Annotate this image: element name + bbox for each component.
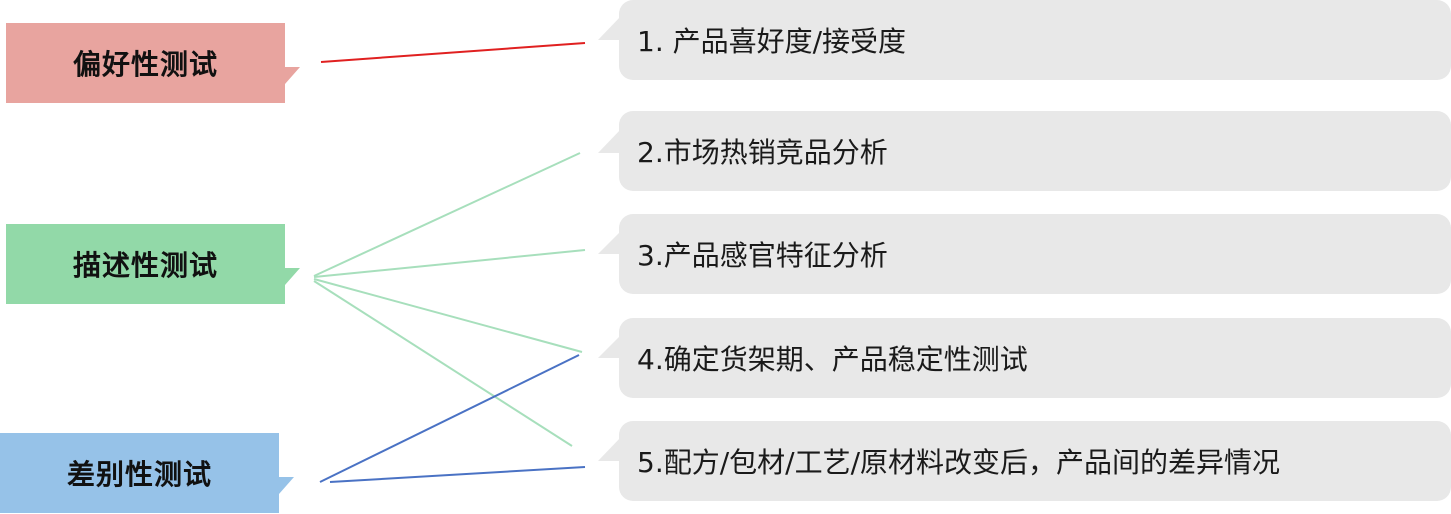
item-label-3: 3.产品感官特征分析 [637, 239, 888, 272]
link-diff-5 [329, 466, 586, 483]
category-shape-pref [6, 23, 300, 103]
item-box-3: 3.产品感官特征分析 [619, 214, 1451, 294]
item-box-1: 1. 产品喜好度/接受度 [619, 0, 1451, 80]
category-shape-desc [6, 224, 300, 304]
link-desc-5 [313, 280, 573, 447]
item-box-2: 2.市场热销竞品分析 [619, 111, 1451, 191]
item-label-5: 5.配方/包材/工艺/原材料改变后，产品间的差异情况 [637, 446, 1281, 479]
item-tail-4 [598, 334, 622, 358]
item-box-5: 5.配方/包材/工艺/原材料改变后，产品间的差异情况 [619, 421, 1451, 501]
category-shape-diff [0, 433, 294, 513]
category-label-pref: 偏好性测试 [72, 48, 218, 81]
item-label-1: 1. 产品喜好度/接受度 [637, 25, 907, 58]
item-tail-5 [598, 436, 622, 461]
link-diff-4 [319, 354, 580, 483]
item-tail-2 [598, 128, 622, 153]
category-label-desc: 描述性测试 [72, 249, 218, 282]
link-desc-4 [313, 278, 583, 353]
item-label-2: 2.市场热销竞品分析 [637, 136, 888, 169]
item-tail-1 [598, 15, 622, 40]
link-desc-2 [313, 152, 581, 277]
item-box-4: 4.确定货架期、产品稳定性测试 [619, 318, 1451, 398]
category-label-diff: 差别性测试 [66, 458, 212, 491]
item-tail-3 [598, 230, 622, 254]
link-desc-3 [313, 249, 586, 278]
item-label-4: 4.确定货架期、产品稳定性测试 [637, 343, 1028, 376]
link-pref-1 [320, 42, 586, 63]
